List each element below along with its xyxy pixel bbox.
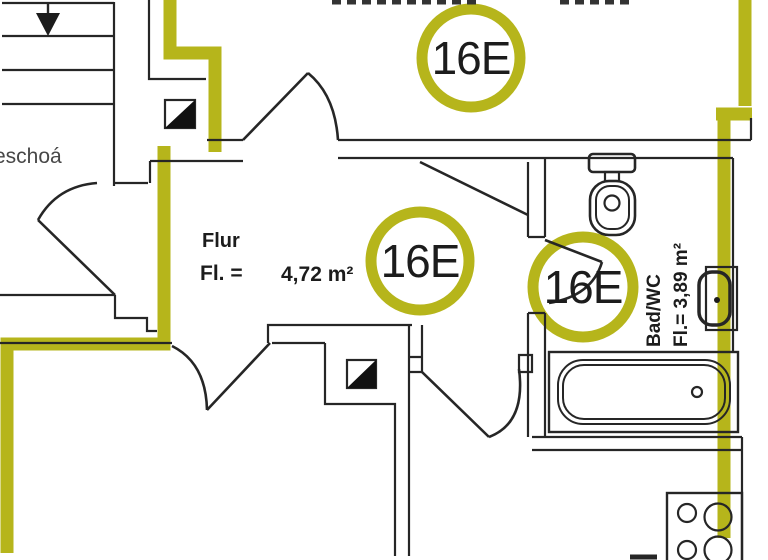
wall-band-left — [115, 138, 243, 185]
hall-room-label: Flur — [202, 230, 240, 252]
unit-circle-hall — [365, 206, 475, 316]
shaft-icon-fill — [347, 360, 376, 388]
sink-basin — [697, 270, 732, 327]
shaft-symbol-upper — [163, 98, 197, 130]
toilet-flush-circle — [603, 194, 621, 212]
bathtub-drain — [690, 385, 704, 399]
bathtub-inner — [562, 364, 726, 420]
stair-treads — [2, 1, 114, 106]
highlight-wall-left-lower — [0, 146, 171, 553]
highlight-wall-top-left — [163, 0, 222, 152]
hall-area-label: Fl. = — [200, 262, 243, 285]
sink-drain — [714, 297, 720, 303]
toilet-bowl-outer — [588, 179, 637, 237]
unit-circle-top — [416, 3, 526, 113]
shaft-icon-fill — [165, 100, 195, 128]
hall-diagonal-door-leaf — [419, 160, 529, 217]
floor-label-partial: eschoá — [0, 145, 62, 168]
bath-room-label: Bad/WC — [644, 274, 665, 347]
stove-burner-small-top — [676, 502, 698, 524]
bath-door-swing — [544, 238, 604, 305]
doors — [36, 71, 604, 439]
bath-area-text: Fl.= 3,89 m² — [671, 243, 692, 347]
kitchen-door-jamb-notch — [517, 353, 534, 374]
hall-area-value: 4,72 m² — [281, 263, 353, 286]
landing-wall — [147, 0, 206, 81]
toilet-tank — [587, 152, 637, 174]
shaft-symbol-lower — [345, 358, 378, 390]
sink-counter — [704, 265, 739, 332]
stove-outline — [665, 491, 744, 560]
highlight-walls — [0, 0, 752, 553]
unit-circle-bath — [527, 231, 639, 343]
sink-icon — [697, 265, 739, 332]
staircase — [2, 1, 116, 186]
top-room-door-swing — [242, 71, 340, 141]
entrance-door-swing — [36, 181, 116, 296]
stove-burner-large-top — [703, 502, 733, 532]
bathtub-rim — [557, 359, 731, 425]
unit-label-top: 16E — [432, 32, 511, 84]
bathtub-icon — [547, 350, 740, 434]
stove-icon — [665, 491, 744, 560]
bath-bottom-wall — [532, 435, 744, 560]
top-room-bottom-wall — [338, 118, 753, 160]
hall-bottom-door-swing — [171, 342, 271, 411]
landing-lower-wall — [0, 293, 157, 333]
kitchen-door-swing — [421, 368, 522, 439]
bathtub-outer — [547, 350, 740, 434]
stove-burner-small-bottom — [676, 539, 698, 560]
toilet-bowl-inner — [595, 185, 630, 230]
toilet-icon — [587, 152, 637, 237]
unit-label-hall: 16E — [381, 235, 460, 287]
stove-burner-large-bottom — [703, 535, 733, 560]
bath-left-wall — [526, 158, 547, 437]
toilet-stem — [603, 170, 621, 183]
stair-direction-arrow-icon — [36, 13, 60, 36]
bottom-room-walls — [266, 323, 424, 556]
labels: eschoá 16E 16E 16E Flur Fl. = 4,72 m² Ba… — [0, 32, 692, 347]
unit-label-bath: 16E — [544, 261, 623, 313]
